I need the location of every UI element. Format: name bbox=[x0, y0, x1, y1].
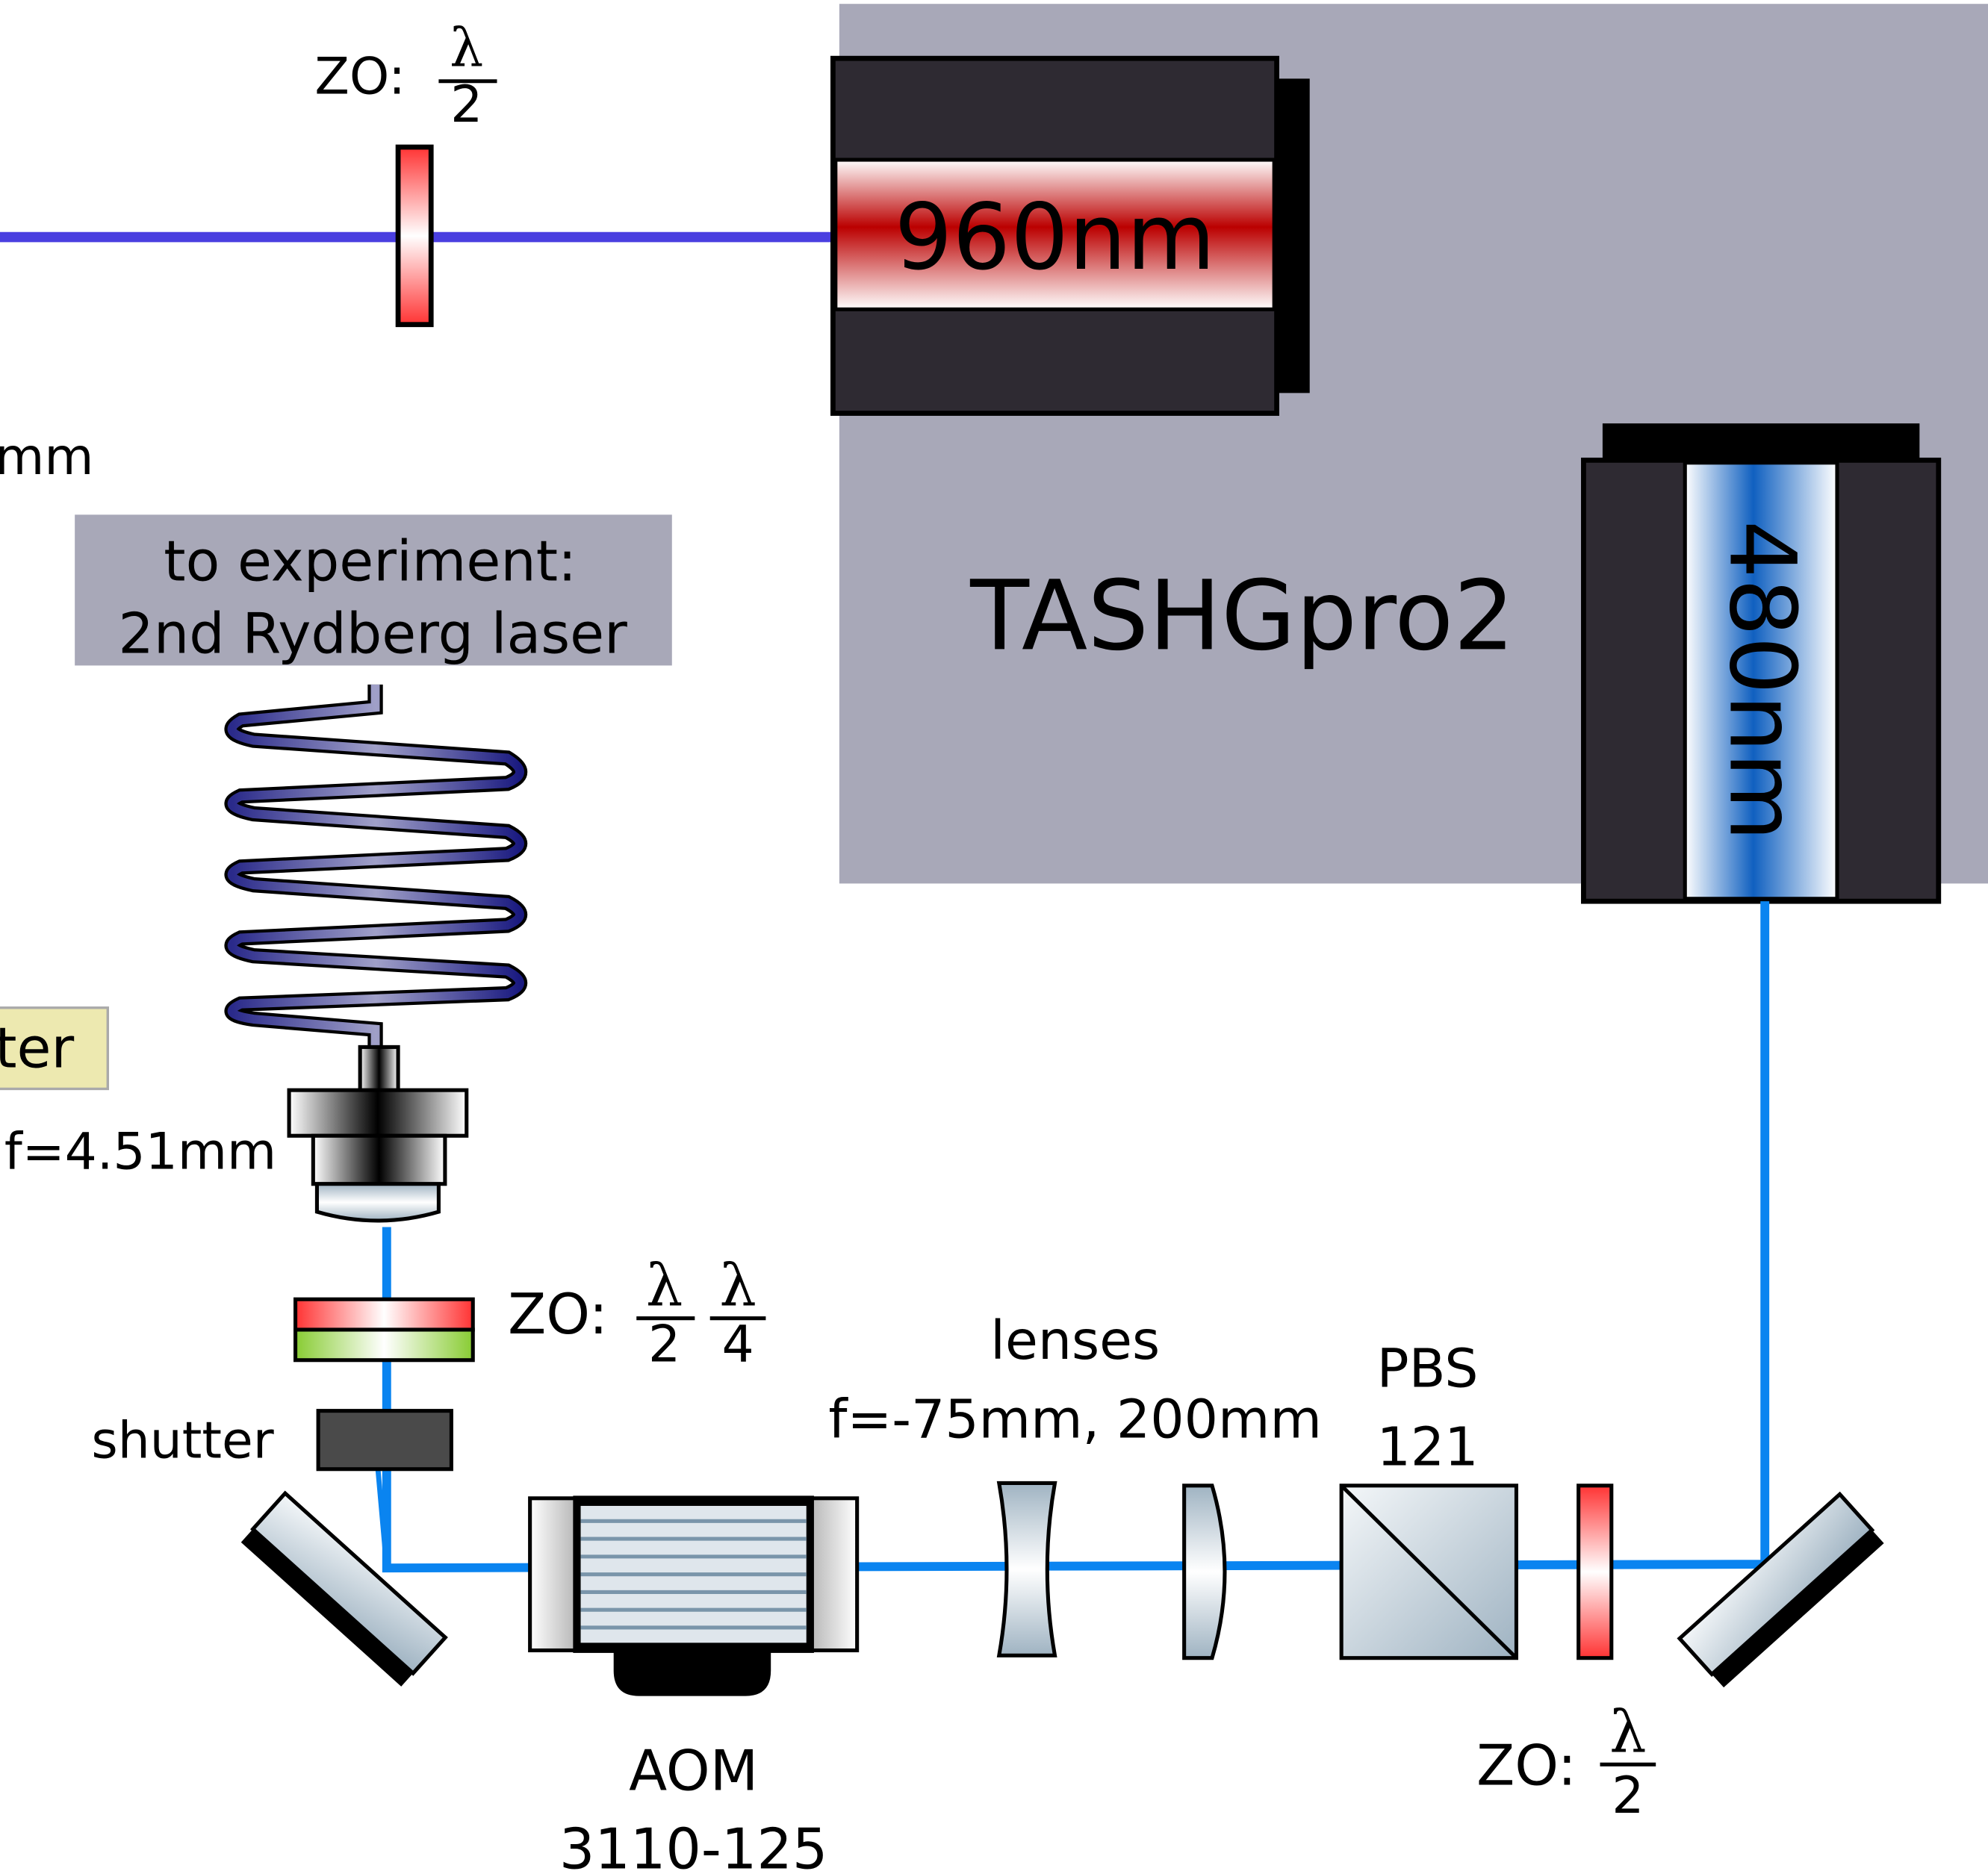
svg-text:λ: λ bbox=[450, 16, 483, 78]
fiber-label-line1: to experiment: bbox=[164, 529, 577, 594]
label-coupler-f: f=4.51mm bbox=[4, 1122, 276, 1181]
lens-concave[interactable] bbox=[996, 1481, 1057, 1657]
label-pbs-model: 121 bbox=[1377, 1416, 1479, 1478]
beam-480nm bbox=[382, 901, 1770, 1573]
shutter[interactable] bbox=[316, 1409, 453, 1472]
svg-text:ZO:: ZO: bbox=[314, 48, 406, 107]
port-960nm: 960nm bbox=[830, 55, 1310, 416]
label-960nm: 960nm bbox=[895, 184, 1216, 290]
label-aom: AOM bbox=[629, 1738, 758, 1803]
svg-text:ZO:: ZO: bbox=[508, 1282, 608, 1347]
waveplate-half-top[interactable] bbox=[395, 144, 434, 328]
mirror-left[interactable] bbox=[240, 1490, 448, 1687]
lens-convex[interactable] bbox=[1182, 1484, 1227, 1660]
label-shutter: shutter bbox=[91, 1411, 273, 1470]
label-zo-half-bottom: ZO: λ 2 bbox=[1476, 1699, 1656, 1825]
svg-text:2: 2 bbox=[648, 1315, 680, 1374]
aom[interactable] bbox=[528, 1495, 860, 1696]
fiber-label-line2: 2nd Rydberg laser bbox=[118, 601, 627, 666]
yellow-label-text: ter bbox=[0, 1016, 74, 1081]
label-lenses-f: f=-75mm, 200mm bbox=[828, 1388, 1322, 1450]
label-aom-model: 3110-125 bbox=[559, 1817, 828, 1871]
yellow-label-box bbox=[0, 1006, 110, 1091]
svg-text:ZO:: ZO: bbox=[1476, 1733, 1577, 1798]
laser-name: TASHGpro2 bbox=[969, 560, 1515, 672]
svg-text:4: 4 bbox=[721, 1315, 754, 1374]
fiber-label-box bbox=[75, 514, 672, 666]
label-pbs: PBS bbox=[1377, 1337, 1479, 1399]
fiber-coupler[interactable] bbox=[287, 1045, 469, 1223]
label-mm: mm bbox=[0, 428, 93, 487]
svg-text:λ: λ bbox=[1609, 1699, 1647, 1766]
waveplate-half-bottom[interactable] bbox=[1577, 1484, 1614, 1660]
svg-text:λ: λ bbox=[719, 1253, 757, 1320]
label-480nm: 480nm bbox=[1709, 520, 1815, 841]
label-zo-half-top: ZO: λ 2 bbox=[314, 16, 497, 134]
svg-text:2: 2 bbox=[1612, 1766, 1644, 1825]
svg-text:2: 2 bbox=[450, 75, 482, 134]
waveplate-quarter[interactable] bbox=[293, 1327, 475, 1363]
mirror-right[interactable] bbox=[1677, 1491, 1884, 1688]
label-lenses: lenses bbox=[990, 1310, 1160, 1372]
label-zo-half-quarter: ZO: λ 2 λ 4 bbox=[508, 1253, 766, 1374]
waveplate-half[interactable] bbox=[293, 1297, 475, 1332]
pbs-cube[interactable] bbox=[1339, 1484, 1519, 1660]
svg-text:λ: λ bbox=[646, 1253, 683, 1320]
port-480nm: 480nm bbox=[1581, 423, 1942, 904]
